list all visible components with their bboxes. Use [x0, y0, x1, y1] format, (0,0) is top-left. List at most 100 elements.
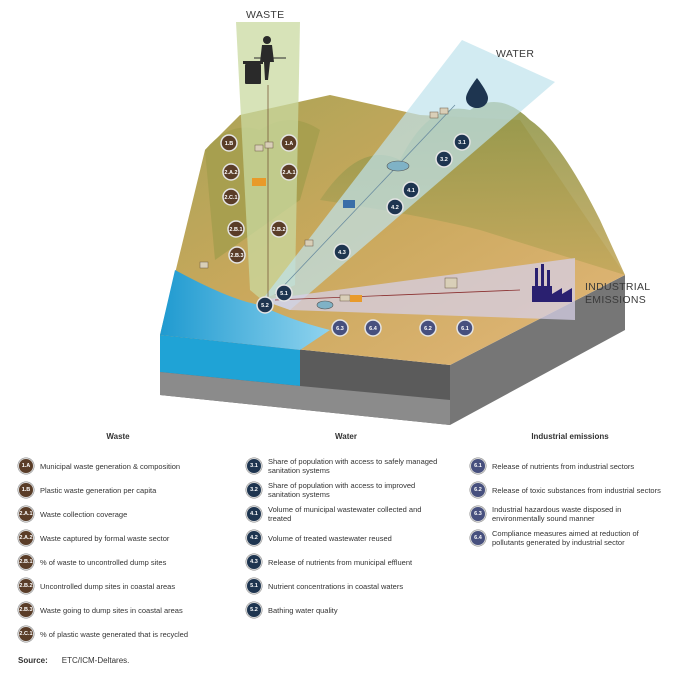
- indicator-badge: 6.4: [470, 530, 486, 546]
- industrial-title-line1: INDUSTRIAL: [585, 281, 650, 293]
- legend-text: Share of population with access to impro…: [268, 481, 416, 499]
- legend-text: Volume of municipal wastewater collected…: [268, 505, 422, 523]
- water-title: WATER: [496, 48, 534, 60]
- legend-item: 2.B.3 Waste going to dump sites in coasta…: [18, 598, 218, 622]
- legend-item: 6.1 Release of nutrients from industrial …: [470, 454, 670, 478]
- badge: 4.3: [333, 243, 351, 261]
- source-line: Source: ETC/ICM-Deltares.: [18, 656, 129, 665]
- legend-text: Plastic waste generation per capita: [40, 485, 157, 495]
- badge: 2.B.1: [227, 220, 245, 238]
- svg-text:6.4: 6.4: [369, 326, 378, 332]
- legend-text: Nutrient concentrations in coastal water…: [268, 581, 404, 591]
- indicator-badge: 6.2: [470, 482, 486, 498]
- legend-text: % of plastic waste generated that is rec…: [40, 629, 188, 639]
- badge: 2.A.1: [280, 163, 298, 181]
- waste-title: WASTE: [246, 9, 284, 21]
- legend-item: 2.A.1 Waste collection coverage: [18, 502, 218, 526]
- svg-text:2.B.3: 2.B.3: [230, 253, 243, 259]
- legend-item: 2.C.1 % of plastic waste generated that i…: [18, 622, 218, 646]
- water-badges: 3.1 3.2 4.1 4.2 4.3 5.1 5.2: [256, 133, 471, 314]
- legend-item: 3.2 Share of population with access to im…: [246, 478, 446, 502]
- legend-text: Municipal waste generation & composition: [40, 461, 181, 471]
- legend-heading-industrial: Industrial emissions: [531, 432, 609, 441]
- badge: 5.2: [256, 296, 274, 314]
- svg-text:2.C.1: 2.C.1: [224, 195, 237, 201]
- badge: 4.2: [386, 198, 404, 216]
- indicator-badge: 3.2: [246, 482, 262, 498]
- badge: 1.A: [280, 134, 298, 152]
- badge: 1.B: [220, 134, 238, 152]
- svg-text:2.A.2: 2.A.2: [224, 170, 237, 176]
- badge: 5.1: [275, 284, 293, 302]
- legend-industrial: Industrial emissions 6.1 Release of nutri…: [470, 432, 670, 550]
- industrial-truck: [350, 295, 362, 302]
- water-band: [262, 40, 555, 310]
- svg-text:3.1: 3.1: [458, 140, 466, 146]
- badge: 4.1: [402, 181, 420, 199]
- legend-text: Waste going to dump sites in coastal are…: [40, 605, 183, 615]
- legend-heading-waste: Waste: [106, 432, 130, 441]
- legend-text: Compliance measures aimed at reduction o…: [492, 529, 639, 547]
- source-text: ETC/ICM-Deltares.: [61, 656, 130, 665]
- svg-text:2.A.1: 2.A.1: [282, 170, 295, 176]
- svg-text:3.2: 3.2: [440, 157, 448, 163]
- industrial-badges: 6.3 6.4 6.2 6.1: [331, 319, 474, 337]
- treatment-plant: [386, 160, 410, 172]
- badge: 2.B.3: [228, 246, 246, 264]
- svg-text:2.B.2: 2.B.2: [272, 227, 285, 233]
- legend-item: 3.1 Share of population with access to sa…: [246, 454, 446, 478]
- industrial-band: [262, 258, 575, 320]
- treatment-plant-coastal: [316, 300, 334, 310]
- svg-text:5.2: 5.2: [261, 303, 269, 309]
- badge: 2.C.1: [222, 188, 240, 206]
- svg-text:4.1: 4.1: [407, 188, 415, 194]
- svg-text:6.1: 6.1: [461, 326, 469, 332]
- indicator-badge: 3.1: [246, 458, 262, 474]
- badge: 2.B.2: [270, 220, 288, 238]
- indicator-badge: 2.B.3: [18, 602, 34, 618]
- person-bin-icon: [243, 36, 286, 84]
- indicator-badge: 2.C.1: [18, 626, 34, 642]
- svg-text:4.3: 4.3: [338, 250, 346, 256]
- indicator-badge: 4.2: [246, 530, 262, 546]
- legend-item: 2.B.1% of waste to uncontrolled dump sit…: [18, 550, 218, 574]
- indicator-badge: 1.A: [18, 458, 34, 474]
- indicator-badge: 2.A.2: [18, 530, 34, 546]
- garbage-truck: [252, 178, 266, 186]
- legend-text: Share of population with access to safel…: [268, 457, 438, 475]
- badge: 3.2: [435, 150, 453, 168]
- indicator-badge: 1.B: [18, 482, 34, 498]
- legend-waste: Waste 1.A Municipal waste generation & co…: [18, 432, 218, 646]
- legend-text: Waste collection coverage: [40, 509, 128, 519]
- source-label: Source:: [18, 656, 48, 665]
- indicator-badge: 6.1: [470, 458, 486, 474]
- svg-text:4.2: 4.2: [391, 205, 399, 211]
- badge: 6.2: [419, 319, 437, 337]
- legend-text: Bathing water quality: [268, 605, 338, 615]
- indicator-badge: 4.3: [246, 554, 262, 570]
- industrial-flow-line: [274, 289, 521, 301]
- svg-text:6.3: 6.3: [336, 326, 344, 332]
- indicator-badge: 2.A.1: [18, 506, 34, 522]
- coastal-landscape-diagram: WASTE WATER INDUSTRIAL EMISSIONS 1.B 1.A…: [160, 9, 650, 425]
- waste-badges: 1.B 1.A 2.A.2 2.A.1 2.C.1 2.B.1 2.B.2 2.…: [220, 134, 298, 264]
- factory-icon: [532, 264, 572, 302]
- svg-text:6.2: 6.2: [424, 326, 432, 332]
- svg-text:1.B: 1.B: [225, 141, 234, 147]
- indicator-badge: 2.B.2: [18, 578, 34, 594]
- svg-text:1.A: 1.A: [285, 141, 294, 147]
- legend-text: Industrial hazardous waste disposed in e…: [492, 505, 622, 523]
- sea-surface: [160, 270, 330, 350]
- legend-text: Release of nutrients from industrial sec…: [492, 461, 635, 471]
- sea-side: [160, 335, 300, 386]
- badge: 3.1: [453, 133, 471, 151]
- industrial-title-line2: EMISSIONS: [585, 294, 646, 306]
